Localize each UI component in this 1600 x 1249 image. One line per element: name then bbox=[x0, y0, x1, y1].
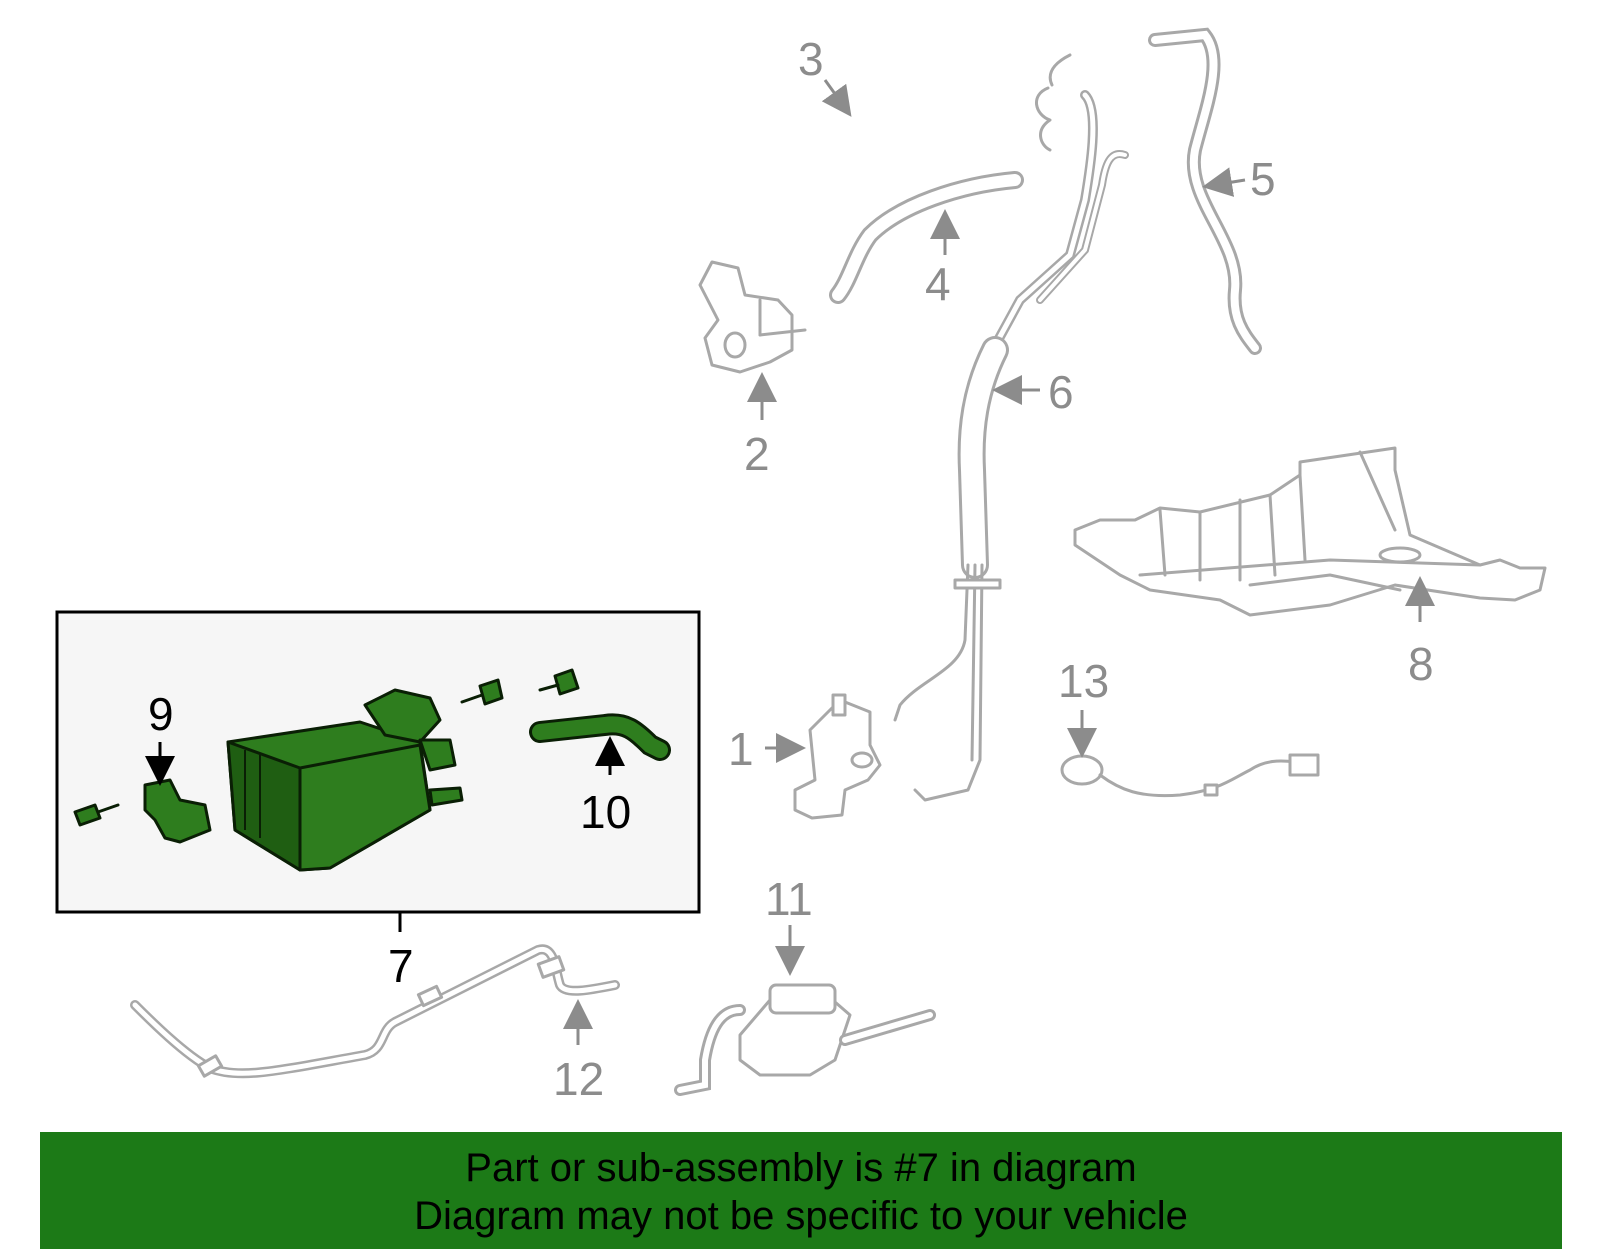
callout-5: 5 bbox=[1250, 153, 1276, 205]
bolt-upper-right[interactable] bbox=[538, 668, 580, 696]
part-2-valve[interactable] bbox=[698, 260, 807, 374]
callout-9: 9 bbox=[148, 688, 174, 740]
callout-13: 13 bbox=[1058, 655, 1109, 707]
callout-4: 4 bbox=[925, 258, 951, 310]
notice-banner: Part or sub-assembly is #7 in diagram Di… bbox=[40, 1132, 1562, 1249]
callout-10: 10 bbox=[580, 786, 631, 838]
callout-12: 12 bbox=[553, 1053, 604, 1105]
callout-11: 11 bbox=[765, 873, 813, 925]
banner-line-1: Part or sub-assembly is #7 in diagram bbox=[465, 1146, 1137, 1190]
bolt-upper-left[interactable] bbox=[460, 678, 504, 706]
part-11-filter[interactable] bbox=[674, 983, 936, 1096]
callout-3: 3 bbox=[798, 33, 824, 85]
part-6-lines[interactable] bbox=[893, 53, 1129, 802]
part-1-valve[interactable] bbox=[793, 693, 882, 820]
callout-8: 8 bbox=[1408, 638, 1434, 690]
part-9-bracket[interactable] bbox=[73, 778, 212, 844]
callout-2: 2 bbox=[744, 428, 770, 480]
part-3-hose[interactable] bbox=[744, 32, 1038, 233]
callout-7: 7 bbox=[388, 940, 414, 992]
part-10-hose[interactable] bbox=[529, 713, 671, 761]
part-4-hose[interactable] bbox=[829, 171, 1024, 304]
part-13-sensor[interactable] bbox=[1060, 753, 1320, 798]
part-12-line[interactable] bbox=[130, 944, 620, 1079]
part-5-hose[interactable] bbox=[1148, 27, 1262, 355]
leader-3 bbox=[821, 79, 852, 117]
banner-line-2: Diagram may not be specific to your vehi… bbox=[414, 1194, 1188, 1238]
leader-5 bbox=[1202, 167, 1246, 197]
part-7-canister[interactable] bbox=[226, 688, 464, 872]
callout-6: 6 bbox=[1048, 366, 1074, 418]
callout-1: 1 bbox=[728, 723, 754, 775]
part-8-shield[interactable] bbox=[1073, 446, 1547, 617]
